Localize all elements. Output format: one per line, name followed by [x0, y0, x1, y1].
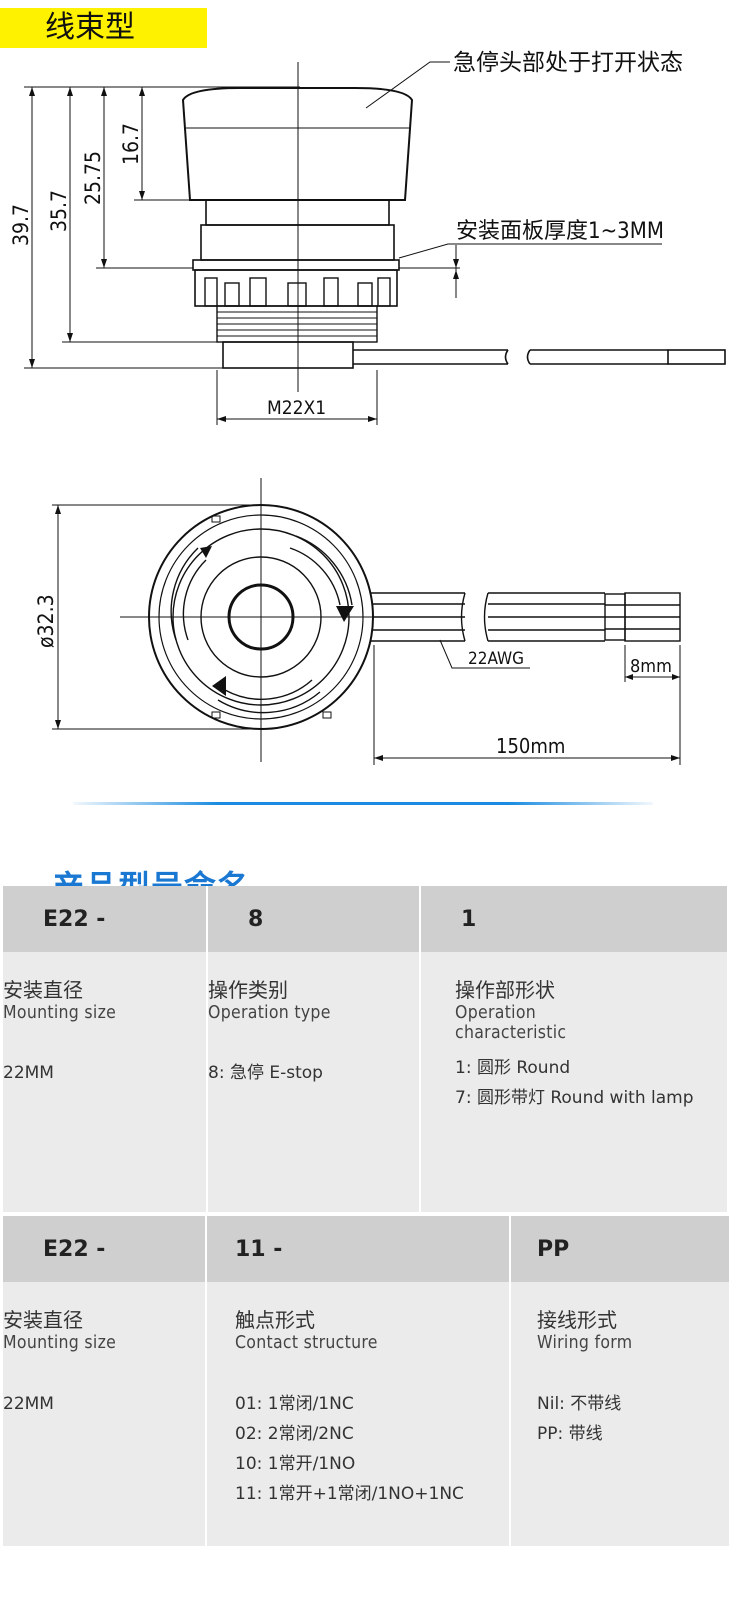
table1-col-operation-char: 操作部形状 Operation characteristic 1: 圆形 Rou… — [420, 952, 727, 1212]
option: 1: 圆形 Round — [455, 1058, 571, 1078]
dim-length: 150mm — [496, 734, 565, 758]
option: 8: 急停 E-stop — [208, 1063, 323, 1083]
label-cn: 操作部形状 — [455, 978, 555, 1002]
label-en: Contact structure — [235, 1333, 378, 1353]
option: 01: 1常闭/1NC — [235, 1394, 354, 1414]
table2-col-contact: 触点形式 Contact structure 01: 1常闭/1NC 02: 2… — [206, 1282, 511, 1546]
dim-35-7: 35.7 — [47, 190, 71, 232]
option-list: 1: 圆形 Round 7: 圆形带灯 Round with lamp — [455, 1053, 727, 1113]
option-list: 01: 1常闭/1NC 02: 2常闭/2NC 10: 1常开/1NO 11: … — [235, 1389, 509, 1509]
callout-panel-thickness: 安装面板厚度1~3MM — [456, 219, 664, 244]
label-en: Operation characteristic — [455, 1003, 567, 1043]
dim-strip: 8mm — [630, 656, 672, 677]
table1-col-operation-type: 操作类别 Operation type 8: 急停 E-stop — [207, 952, 421, 1212]
label-cn: 安装直径 — [3, 978, 83, 1002]
dim-awg: 22AWG — [468, 649, 524, 669]
table2-header-2: PP — [510, 1216, 729, 1282]
table1-header-1: 8 — [207, 886, 421, 952]
option: 11: 1常开+1常闭/1NO+1NC — [235, 1484, 464, 1504]
section-tag: 线束型 — [0, 8, 207, 48]
table1-header-2: 1 — [420, 886, 727, 952]
dim-thread: M22X1 — [267, 397, 326, 419]
dim-diameter: ø32.3 — [34, 594, 58, 648]
option: 10: 1常开/1NO — [235, 1454, 356, 1474]
option: 7: 圆形带灯 Round with lamp — [455, 1088, 694, 1108]
table2-col-wiring: 接线形式 Wiring form Nil: 不带线 PP: 带线 — [510, 1282, 729, 1546]
model-table-2: E22 - 11 - PP 安装直径 Mounting size 22MM 触点… — [3, 1216, 729, 1546]
label-en: Mounting size — [3, 1003, 117, 1023]
top-view — [52, 478, 681, 765]
option: 22MM — [3, 1063, 54, 1083]
table2-header-0: E22 - — [3, 1216, 207, 1282]
table1-header-0: E22 - — [3, 886, 208, 952]
table1-col-mounting: 安装直径 Mounting size 22MM — [3, 952, 208, 1212]
label-cn: 接线形式 — [537, 1308, 617, 1332]
label-en: Operation type — [208, 1003, 331, 1023]
divider — [73, 802, 653, 805]
option: 02: 2常闭/2NC — [235, 1424, 354, 1444]
dim-25-75: 25.75 — [81, 151, 105, 205]
label-cn: 安装直径 — [3, 1308, 83, 1332]
model-table-1: E22 - 8 1 安装直径 Mounting size 22MM 操作类别 O… — [3, 886, 727, 1212]
option: 22MM — [3, 1394, 54, 1414]
label-cn: 触点形式 — [235, 1308, 315, 1332]
option-list: Nil: 不带线 PP: 带线 — [537, 1389, 729, 1449]
table2-col-mounting: 安装直径 Mounting size 22MM — [3, 1282, 207, 1546]
dim-16-7: 16.7 — [119, 123, 143, 165]
option: Nil: 不带线 — [537, 1394, 622, 1414]
technical-drawing: 急停头部处于打开状态 安装面板厚度1~3MM 39.7 35.7 25.75 1… — [9, 50, 726, 765]
dim-39-7: 39.7 — [9, 204, 33, 246]
label-en: Wiring form — [537, 1333, 633, 1353]
table2-header-1: 11 - — [206, 1216, 511, 1282]
callout-head-state: 急停头部处于打开状态 — [453, 50, 683, 76]
label-en: Mounting size — [3, 1333, 117, 1353]
label-cn: 操作类别 — [208, 978, 288, 1002]
option: PP: 带线 — [537, 1424, 603, 1444]
side-view — [24, 61, 726, 425]
